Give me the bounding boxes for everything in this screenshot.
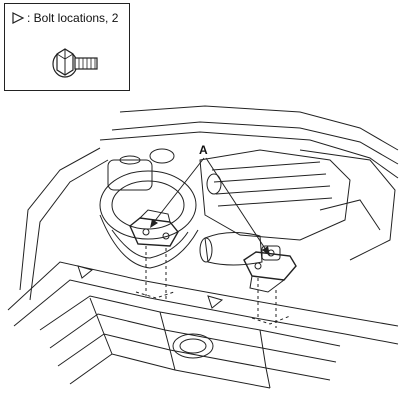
grille <box>39 295 341 347</box>
leader-line-right <box>205 157 267 251</box>
legend-caption: : Bolt locations, 2 <box>11 11 118 25</box>
engine-cover <box>199 149 351 241</box>
engine-bay-diagram <box>7 105 399 389</box>
triangle-marker-icon <box>12 12 25 24</box>
left-fender <box>19 147 101 291</box>
legend-box: : Bolt locations, 2 <box>4 3 130 91</box>
bolt-icon <box>52 48 98 78</box>
reservoir <box>107 159 153 191</box>
triangle-marker-left <box>77 265 94 279</box>
hood-edge <box>119 105 399 151</box>
callout-label-a: A <box>199 143 208 157</box>
emblem <box>172 333 214 359</box>
leader-line-left <box>153 157 205 223</box>
reservoir-cap <box>149 148 175 164</box>
legend-text: : Bolt locations, 2 <box>27 11 119 25</box>
intake-pipe <box>204 232 263 266</box>
triangle-marker-right <box>207 295 224 309</box>
left-strut-tower <box>99 170 197 240</box>
front-bumper <box>7 261 399 327</box>
